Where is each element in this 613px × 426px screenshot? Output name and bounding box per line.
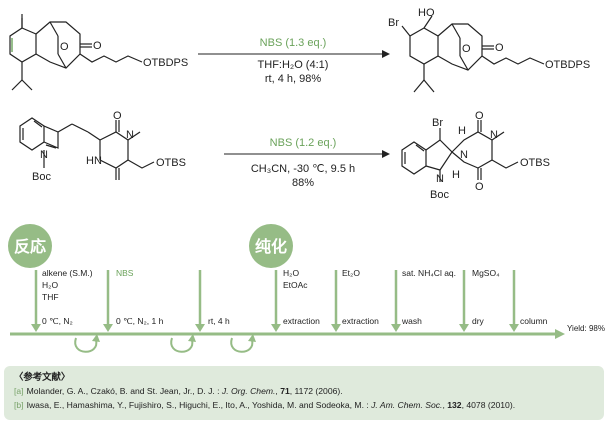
reaction2-start-hn: HN	[86, 155, 102, 167]
reaction1-solvent: THF:H₂O (4:1)	[258, 59, 329, 71]
reaction1-time-yield: rt, 4 h, 98%	[265, 73, 321, 85]
reaction1-reagent: NBS (1.3 eq.)	[260, 37, 327, 49]
flow-reaction-circle	[8, 224, 52, 268]
reaction1-product-otbdps: OTBDPS	[545, 59, 590, 71]
flow-yield: Yield: 98%	[567, 324, 605, 333]
reference-b-rest: , 4078 (2010).	[461, 400, 516, 410]
flow-workup-circle	[249, 224, 293, 268]
flow-main-arrowhead	[555, 329, 565, 339]
flow-stir-arrowhead-1	[92, 334, 100, 342]
reaction2-solvent-temp: CH₃CN, -30 ℃, 9.5 h	[251, 163, 355, 175]
reaction1-start-bridge-o: O	[60, 41, 69, 53]
flow-step8-arrowhead	[509, 324, 519, 332]
flow-step7-arrowhead	[459, 324, 469, 332]
reference-b-sep: ,	[442, 400, 448, 410]
reaction2-product-br: Br	[432, 117, 443, 129]
reaction2-product-o2: O	[475, 181, 484, 193]
flow-workup-label: 纯化	[255, 237, 287, 256]
reaction2-yield: 88%	[292, 177, 314, 189]
flow-stir-icon-2	[170, 337, 194, 353]
reference-a-sep: ,	[275, 386, 281, 396]
flow-step4-top-0: H₂O	[283, 268, 299, 278]
flow-stir-icon-1	[74, 337, 98, 353]
reference-a-authors: Molander, G. A., Czakó, B. and St. Jean,…	[26, 386, 222, 396]
flow-step6-top-0: sat. NH₄Cl aq.	[402, 268, 456, 278]
reaction2-product-boc: Boc	[430, 189, 449, 201]
reaction2-product-n1: N	[436, 173, 444, 185]
flow-diagram: 反応 纯化 Yield: 98% alkene (S.M.) H₂O THF 0…	[8, 224, 605, 353]
reaction2-start-o: O	[113, 110, 122, 122]
reaction2-product-otbs: OTBS	[520, 157, 550, 169]
flow-step1-top-2: THF	[42, 292, 59, 302]
reaction2-product-n3: N	[490, 129, 498, 141]
reaction1-start-ketone-o: O	[93, 40, 102, 52]
flow-step3-arrowhead	[195, 324, 205, 332]
reaction2-start-boc: Boc	[32, 171, 51, 183]
flow-step4-arrowhead	[271, 324, 281, 332]
reaction2-product-h1: H	[458, 125, 466, 137]
reference-b-volume: 132	[447, 400, 462, 410]
flow-step5-bottom: extraction	[342, 316, 379, 326]
flow-step8-bottom: column	[520, 316, 548, 326]
flow-stir-arrowhead-3	[248, 334, 256, 342]
reaction1-arrowhead	[382, 50, 390, 58]
flow-step1-top-1: H₂O	[42, 280, 58, 290]
reaction2-product-n2: N	[460, 149, 468, 161]
reaction1-product-br: Br	[388, 17, 399, 29]
flow-step2-arrowhead	[103, 324, 113, 332]
reference-b-authors: Iwasa, E., Hamashima, Y., Fujishiro, S.,…	[26, 400, 372, 410]
reaction1-starting-material	[9, 14, 143, 91]
reference-b-tag: [b]	[14, 400, 24, 410]
flow-step2-bottom: 0 ℃, N₂, 1 h	[116, 316, 164, 326]
flow-reaction-label: 反応	[14, 237, 46, 256]
references-box: 〈参考文献〉 [a]Molander, G. A., Czakó, B. and…	[4, 366, 604, 420]
reaction2-reagent: NBS (1.2 eq.)	[270, 137, 337, 149]
flow-stir-arrowhead-2	[188, 334, 196, 342]
reaction1-product-ketone-o: O	[495, 42, 504, 54]
flow-step7-bottom: dry	[472, 316, 485, 326]
flow-step4-bottom: extraction	[283, 316, 320, 326]
flow-step4-top-1: EtOAc	[283, 280, 308, 290]
reaction2-start-otbs: OTBS	[156, 157, 186, 169]
reaction1-start-otbdps: OTBDPS	[143, 57, 188, 69]
reference-a-volume: 71	[280, 386, 290, 396]
flow-step6-bottom: wash	[401, 316, 422, 326]
reaction1-product-bridge-o: O	[462, 43, 471, 55]
references-heading: 〈参考文献〉	[14, 371, 71, 382]
flow-step1-arrowhead	[31, 324, 41, 332]
flow-step3-bottom: rt, 4 h	[208, 316, 230, 326]
reaction2-product-o1: O	[475, 110, 484, 122]
flow-step6-arrowhead	[391, 324, 401, 332]
reaction2-start-n: N	[40, 149, 48, 161]
reference-a-rest: , 1172 (2006).	[289, 386, 343, 396]
flow-stir-icon-3	[230, 337, 254, 353]
reaction2-product-h2: H	[452, 169, 460, 181]
reference-b: [b]Iwasa, E., Hamashima, Y., Fujishiro, …	[14, 398, 594, 412]
flow-step7-top-0: MgSO₄	[472, 268, 500, 278]
reaction2-product	[401, 120, 519, 182]
reference-a-journal: J. Org. Chem.	[221, 386, 276, 396]
reaction2-starting-material	[19, 117, 155, 180]
flow-step2-top-0: NBS	[116, 268, 134, 278]
reaction1-product	[401, 15, 545, 93]
flow-step5-arrowhead	[331, 324, 341, 332]
reference-a: [a]Molander, G. A., Czakó, B. and St. Je…	[14, 384, 594, 398]
flow-step1-top-0: alkene (S.M.)	[42, 268, 93, 278]
reaction2-start-nme: N	[126, 129, 134, 141]
flow-step1-bottom: 0 ℃, N₂	[42, 316, 73, 326]
reaction2-arrowhead	[382, 150, 390, 158]
reference-b-journal: J. Am. Chem. Soc.	[371, 400, 443, 410]
reference-a-tag: [a]	[14, 386, 24, 396]
reaction1-product-ho: HO	[418, 7, 435, 19]
flow-step5-top-0: Et₂O	[342, 268, 360, 278]
